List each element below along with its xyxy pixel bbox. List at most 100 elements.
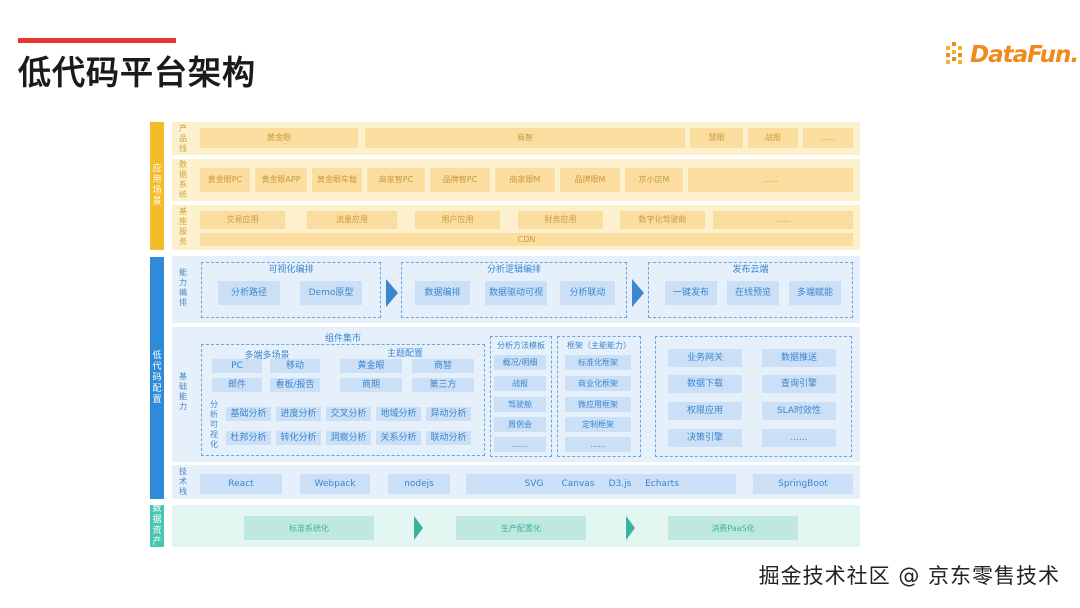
- viz-item: 洞察分析: [326, 431, 371, 445]
- multi-scene-item: 看板/报告: [270, 378, 320, 392]
- tech-item: nodejs: [388, 474, 450, 494]
- visual-orchestration-group: [201, 262, 381, 318]
- multi-scene-item: 移动: [270, 359, 320, 373]
- capability-item: Demo原型: [300, 281, 362, 305]
- product-item: 慧眼: [690, 128, 743, 148]
- framework-item: 标准化框架: [565, 355, 631, 370]
- datafun-logo: DataFun.: [946, 40, 1079, 70]
- tech-item: D3.js: [608, 478, 632, 489]
- data-system-item: 京小店M: [625, 168, 683, 192]
- analysis-viz-label: 分析可视化: [210, 400, 218, 449]
- product-item: 战报: [748, 128, 798, 148]
- viz-item: 转化分析: [276, 431, 321, 445]
- theme-item: 黄金眼: [340, 359, 402, 373]
- data-system-item: 黄金眼APP: [255, 168, 307, 192]
- group-title: 可视化编排: [268, 265, 314, 275]
- product-item: ......: [803, 128, 853, 148]
- data-system-item: ......: [688, 168, 853, 192]
- datafun-logo-icon: [946, 42, 962, 64]
- service-group: [655, 336, 852, 457]
- service-item: 数据推送: [762, 349, 836, 367]
- framework-item: 定制框架: [565, 417, 631, 432]
- framework-item: 商业化框架: [565, 376, 631, 391]
- framework-title: 框架（主能能力）: [567, 341, 631, 350]
- section-app-scenario: 应用场景: [150, 122, 164, 250]
- viz-item: 杜邦分析: [226, 431, 271, 445]
- asset-item: 生产配置化: [456, 516, 586, 540]
- viz-item: 异动分析: [426, 407, 471, 421]
- tech-item: Echarts: [645, 478, 679, 489]
- tech-item: Canvas: [561, 478, 595, 489]
- viz-item: 交叉分析: [326, 407, 371, 421]
- multi-scene-item: PC: [212, 359, 262, 373]
- capability-item: 分析路径: [218, 281, 280, 305]
- capability-item: 多端赋能: [789, 281, 841, 305]
- logo-text: DataFun.: [970, 42, 1079, 68]
- theme-item: 商期: [340, 378, 402, 392]
- capability-item: 数据编排: [415, 281, 470, 305]
- service-item: 权限应用: [668, 402, 742, 420]
- data-system-item: 品牌智PC: [430, 168, 490, 192]
- watermark: 掘金技术社区 @ 京东零售技术: [758, 564, 1060, 588]
- viz-item: 联动分析: [426, 431, 471, 445]
- asset-arrow-icon: [626, 516, 635, 540]
- viz-item: 进度分析: [276, 407, 321, 421]
- capability-item: 一键发布: [665, 281, 717, 305]
- asset-item: 消费PaaS化: [668, 516, 798, 540]
- component-market-title: 组件集市: [324, 334, 361, 344]
- service-item: ......: [762, 429, 836, 447]
- template-item: 驾驶舱: [494, 397, 546, 412]
- framework-group: [557, 336, 641, 457]
- viz-item: 地域分析: [376, 407, 421, 421]
- infra-item: ......: [713, 211, 853, 229]
- template-item: 战报: [494, 376, 546, 391]
- template-item: 概况/明细: [494, 355, 546, 370]
- service-item: 数据下载: [668, 375, 742, 393]
- theme-item: 商智: [412, 359, 474, 373]
- framework-item: 微应用框架: [565, 397, 631, 412]
- template-title: 分析方法模板: [497, 341, 545, 350]
- viz-item: 关系分析: [376, 431, 421, 445]
- infra-item: 用户应用: [415, 211, 500, 229]
- service-item: SLA时效性: [762, 402, 836, 420]
- page-title: 低代码平台架构: [18, 53, 256, 92]
- template-item: ......: [494, 437, 546, 452]
- data-system-item: 商家智PC: [367, 168, 425, 192]
- capability-label: 能力编排: [179, 268, 187, 307]
- analysis-template-group: [490, 336, 552, 457]
- data-system-item: 黄金眼PC: [200, 168, 250, 192]
- component-market-group: [201, 344, 485, 456]
- capability-item: 数据驱动可视: [485, 281, 547, 305]
- section-low-code-config: 低代码配置: [150, 257, 164, 499]
- viz-item: 基础分析: [226, 407, 271, 421]
- theme-config-title: 主题配置: [386, 349, 423, 359]
- infra-item: 流量应用: [307, 211, 397, 229]
- cdn-bar: CDN: [200, 233, 853, 246]
- product-item: 商智: [365, 128, 685, 148]
- data-system-item: 品牌眼M: [560, 168, 620, 192]
- template-item: 周例会: [494, 417, 546, 432]
- section-data-assets: 数据资产: [150, 504, 164, 547]
- data-system-item: 商家眼M: [495, 168, 555, 192]
- tech-stack-label: 技术栈: [179, 467, 187, 496]
- data-system-item: 黄金眼车载: [312, 168, 362, 192]
- infra-item: 数字化驾驶舱: [620, 211, 705, 229]
- group-title: 分析逻辑编排: [486, 265, 541, 275]
- tech-item: React: [200, 474, 282, 494]
- tech-item: SpringBoot: [753, 474, 853, 494]
- publish-cloud-group: [648, 262, 853, 318]
- group-title: 发布云端: [732, 265, 769, 275]
- service-item: 查询引擎: [762, 375, 836, 393]
- infra-item: 财务应用: [518, 211, 603, 229]
- capability-item: 分析联动: [560, 281, 615, 305]
- product-item: 黄金眼: [200, 128, 358, 148]
- flow-arrow-icon: [386, 279, 398, 307]
- multi-scene-title: 多端多场景: [244, 351, 290, 361]
- product-line-label: 产品线: [179, 124, 187, 153]
- multi-scene-item: 邮件: [212, 378, 262, 392]
- framework-item: ......: [565, 437, 631, 452]
- infra-service-label: 基座服务: [179, 207, 187, 246]
- flow-arrow-icon: [632, 279, 644, 307]
- asset-arrow-icon: [414, 516, 423, 540]
- tech-item: Webpack: [300, 474, 370, 494]
